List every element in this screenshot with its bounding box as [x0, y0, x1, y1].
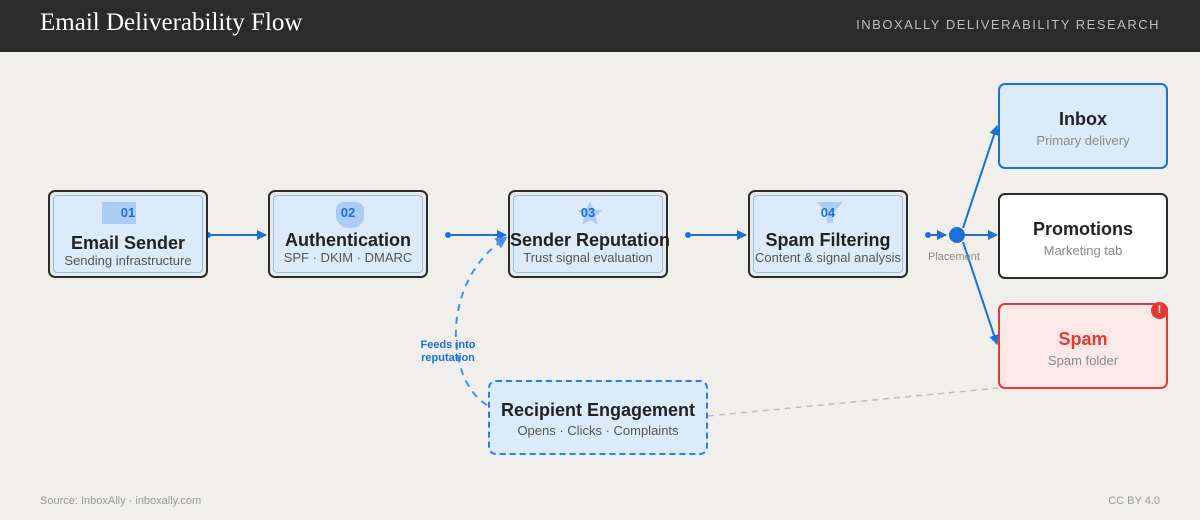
arrow-origin-dot: [925, 232, 931, 238]
sender-icon: [102, 202, 136, 224]
brand-label: INBOXALLY DELIVERABILITY RESEARCH: [856, 17, 1160, 32]
engagement-sub: Opens · Clicks · Complaints: [517, 423, 679, 438]
placement-node: [949, 227, 965, 243]
stage-sub: Sending infrastructure: [64, 253, 192, 268]
source-note: Source: InboxAlly · inboxally.com: [40, 495, 202, 507]
stage-sub: Content & signal analysis: [755, 250, 901, 265]
outcome-sub: Spam folder: [1047, 353, 1119, 368]
stage-number: 04: [820, 205, 836, 220]
page-title: Email Deliverability Flow: [40, 9, 303, 36]
arrow-origin-dot: [685, 232, 691, 238]
spam-to-engagement-link: [707, 387, 999, 417]
stage-sub: SPF · DKIM · DMARC: [283, 250, 413, 265]
stage-sender-reputation: 03 Sender Reputation Trust signal evalua…: [508, 190, 671, 278]
stage-number: 03: [580, 205, 596, 220]
outcome-inbox: Inbox Primary delivery: [998, 83, 1168, 169]
filter-icon: [817, 202, 843, 223]
alert-icon: !: [1151, 302, 1168, 319]
stage-number: 01: [120, 205, 136, 220]
license-note: CC BY 4.0: [1108, 495, 1160, 507]
stage-label: Sender Reputation: [510, 230, 671, 250]
feedback-arrow: [454, 236, 508, 406]
stage-label: Email Sender: [70, 233, 186, 253]
arrow-origin-dot: [445, 232, 451, 238]
arrow-placement-to-inbox: [962, 125, 999, 229]
outcome-sub: Primary delivery: [1036, 133, 1130, 148]
stage-authentication: 02 Authentication SPF · DKIM · DMARC: [268, 190, 428, 278]
placement-label: Placement: [928, 251, 980, 263]
arrow-placement-to-spam: [962, 241, 999, 345]
outcome-label: Promotions: [1032, 219, 1133, 239]
outcome-promotions: Promotions Marketing tab: [998, 193, 1168, 279]
feedback-label: Feeds into reputation: [420, 339, 476, 364]
recipient-engagement-box: Recipient Engagement Opens · Clicks · Co…: [488, 380, 708, 455]
outcome-sub: Marketing tab: [1043, 243, 1123, 258]
stage-sub: Trust signal evaluation: [523, 250, 653, 265]
shield-icon: [336, 202, 364, 228]
outcome-label: Inbox: [1059, 109, 1107, 129]
stage-label: Spam Filtering: [765, 230, 891, 250]
stage-email-sender: 01 Email Sender Sending infrastructure: [48, 190, 208, 278]
star-icon: [577, 201, 603, 225]
stage-number: 02: [340, 205, 356, 220]
outcome-spam: Spam Spam folder: [998, 303, 1168, 389]
stage-label: Authentication: [285, 230, 411, 250]
outcome-label: Spam: [1058, 329, 1108, 349]
header-bar: Email Deliverability Flow INBOXALLY DELI…: [0, 0, 1200, 52]
flow-arrows: [205, 125, 999, 345]
engagement-label: Recipient Engagement: [500, 400, 696, 420]
stage-spam-filtering: 04 Spam Filtering Content & signal analy…: [748, 190, 908, 278]
